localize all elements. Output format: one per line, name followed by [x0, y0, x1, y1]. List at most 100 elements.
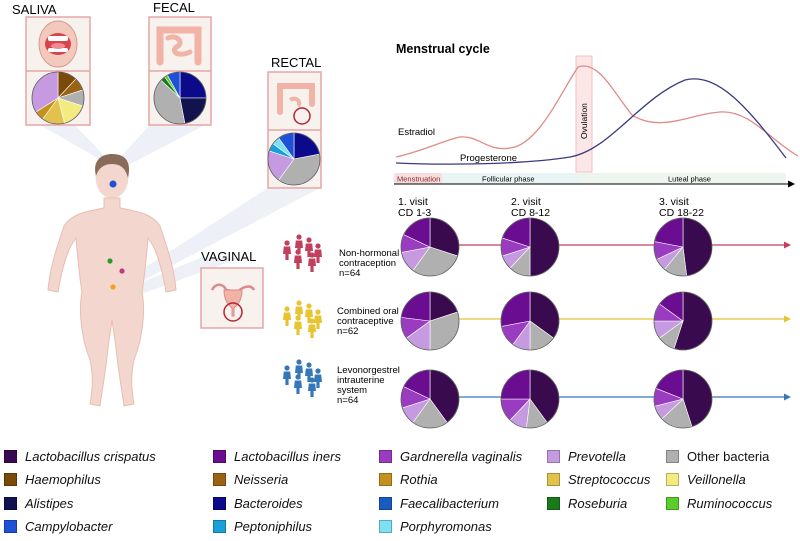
vaginal-pie-g2-v2-slice-lactobacillus-iners — [500, 291, 531, 327]
vaginal-pie-g1-v2-outline — [500, 217, 560, 277]
rectal-marker — [119, 268, 125, 274]
timeline-arrowhead-1 — [784, 241, 791, 249]
legend-swatch — [213, 519, 226, 533]
legend-label: Other bacteria — [687, 448, 770, 464]
legend-swatch — [666, 472, 679, 486]
legend-label: Prevotella — [568, 448, 626, 464]
vaginal-pie-g1-v3-slice-lactobacillus-iners — [654, 217, 684, 248]
person-icon-g2-3 — [305, 303, 313, 323]
progesterone-label: Progesterone — [460, 153, 517, 164]
legend-swatch — [547, 472, 560, 486]
person-icon-g2-1 — [283, 306, 291, 326]
legend-label: Rothia — [400, 471, 438, 487]
legend-swatch — [4, 496, 17, 510]
vaginal-label: VAGINAL — [201, 249, 256, 264]
legend-item-prevotella: Prevotella — [547, 447, 626, 465]
legend-label: Streptococcus — [568, 471, 651, 487]
rectal-pie-outline — [267, 132, 321, 186]
rectal-label: RECTAL — [271, 55, 321, 70]
legend-label: Faecalibacterium — [400, 495, 499, 511]
legend-label: Porphyromonas — [400, 518, 492, 534]
timeline-arrowhead-2 — [784, 315, 791, 323]
group-2-line-2: contraceptive — [337, 316, 394, 327]
legend-item-streptococcus: Streptococcus — [547, 470, 650, 488]
estradiol-curve — [395, 65, 799, 158]
vaginal-pie-g3-v2-slice-lactobacillus-iners — [500, 369, 531, 400]
visit-1-name: 1. visit — [398, 196, 428, 208]
phase-follicular: Follicular phase — [482, 175, 535, 184]
group-3-line-4: n=64 — [337, 395, 358, 406]
human-figure — [47, 154, 177, 407]
rectal-pie — [267, 132, 321, 186]
person-icon-g2-5 — [294, 315, 302, 335]
legend-item-bacteroides: Bacteroides — [213, 494, 303, 512]
person-icon-g3-4 — [314, 368, 322, 388]
person-icon-g1-2 — [295, 234, 303, 254]
visit-3-days: CD 18-22 — [659, 207, 704, 219]
legend-item-alistipes: Alistipes — [4, 494, 73, 512]
legend-label: Campylobacter — [25, 518, 113, 534]
timeline-arrowhead-3 — [784, 393, 791, 401]
legend-label: Gardnerella vaginalis — [400, 448, 523, 464]
vaginal-pie-g3-v2 — [500, 369, 560, 429]
legend-label: Neisseria — [234, 471, 289, 487]
group-2-line-1: Combined oral — [337, 306, 399, 317]
visit-labels: 1. visit CD 1-3 2. visit CD 8-12 3. visi… — [398, 196, 704, 219]
person-icon-g1-5 — [294, 249, 302, 269]
saliva-pie-outline — [31, 71, 85, 125]
vaginal-pie-g2-v3 — [653, 291, 713, 351]
legend-item-porphyromonas: Porphyromonas — [379, 517, 492, 535]
legend-swatch — [379, 472, 392, 486]
legend-swatch — [379, 496, 392, 510]
vaginal-pie-g3-v1-outline — [400, 369, 460, 429]
saliva-pie — [31, 71, 85, 125]
legend-item-faecalibacterium: Faecalibacterium — [379, 494, 499, 512]
person-icon-g2-6 — [308, 318, 316, 338]
legend-swatch — [666, 449, 679, 463]
legend-swatch — [4, 472, 17, 486]
legend-label: Haemophilus — [25, 471, 101, 487]
vaginal-pie-g1-v2-slice-lactobacillus-crispatus — [529, 217, 560, 277]
vaginal-pie-g2-v1-slice-lactobacillus-iners — [400, 291, 431, 322]
person-icon-g3-3 — [305, 362, 313, 382]
legend-label: Bacteroides — [234, 495, 303, 511]
phase-menstruation: Menstruation — [397, 175, 440, 184]
ovulation-label: Ovulation — [579, 103, 589, 139]
person-icon-g1-4 — [314, 243, 322, 263]
legend-label: Lactobacillus iners — [234, 448, 341, 464]
legend-item-other-bacteria: Other bacteria — [666, 447, 769, 465]
visit-1-days: CD 1-3 — [398, 207, 431, 219]
legend-swatch — [213, 472, 226, 486]
rectum-icon — [277, 83, 315, 125]
person-icon-g3-6 — [308, 377, 316, 397]
vaginal-pie-g3-v3-outline — [653, 369, 713, 429]
fecal-pie-outline — [153, 71, 207, 125]
legend-item-lactobacillus-iners: Lactobacillus iners — [213, 447, 341, 465]
legend-label: Alistipes — [25, 495, 74, 511]
vaginal-pie-g1-v3 — [653, 217, 713, 277]
legend-label: Veillonella — [687, 471, 746, 487]
estradiol-label: Estradiol — [398, 127, 435, 138]
cycle-title: Menstrual cycle — [396, 42, 490, 56]
person-icon-g3-5 — [294, 374, 302, 394]
group-1-line-1: Non-hormonal — [339, 248, 399, 259]
legend-label: Peptoniphilus — [234, 518, 313, 534]
visit-2-name: 2. visit — [511, 196, 541, 208]
group-1-line-2: contraception — [339, 258, 396, 269]
vaginal-pie-g2-v2 — [500, 291, 560, 351]
legend-item-peptoniphilus: Peptoniphilus — [213, 517, 312, 535]
vaginal-pie-g3-v2-outline — [500, 369, 560, 429]
legend-item-ruminococcus: Ruminococcus — [666, 494, 772, 512]
mouth-marker — [109, 180, 117, 188]
person-icon-g1-3 — [305, 237, 313, 257]
phase-bar: Menstruation Follicular phase Luteal pha… — [394, 173, 795, 188]
legend-item-roseburia: Roseburia — [547, 494, 627, 512]
legend-label: Roseburia — [568, 495, 628, 511]
person-icon-g1-1 — [283, 240, 291, 260]
group-1-line-3: n=64 — [339, 268, 360, 279]
legend-item-rothia: Rothia — [379, 470, 438, 488]
group-2-line-3: n=62 — [337, 326, 358, 337]
legend-swatch — [547, 449, 560, 463]
